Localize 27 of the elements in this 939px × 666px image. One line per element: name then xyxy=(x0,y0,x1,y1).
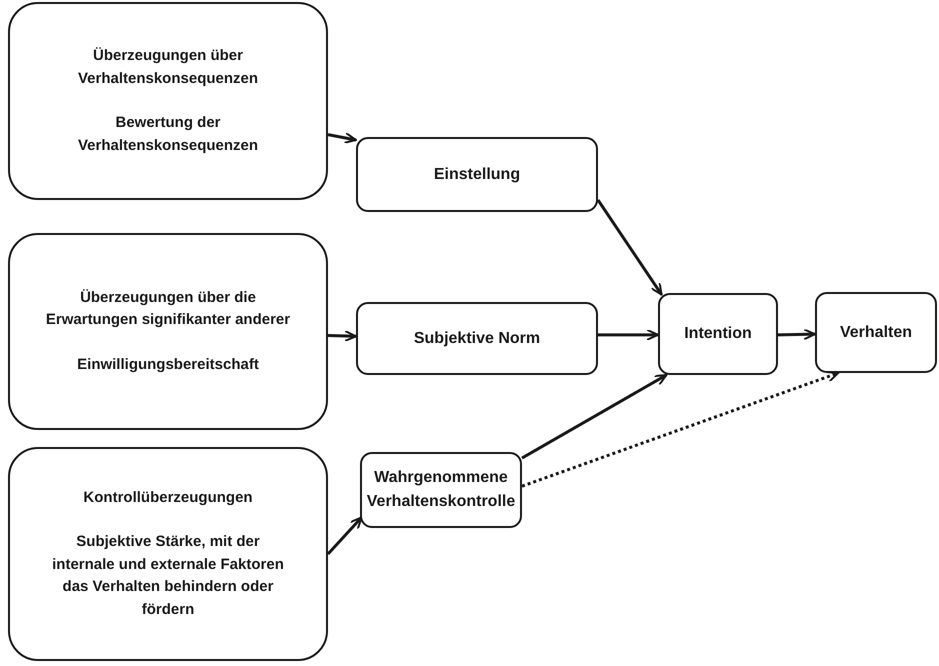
box-text: Verhalten xyxy=(840,322,912,342)
arrow xyxy=(328,132,357,144)
rounded-box xyxy=(356,137,598,212)
box-text: Überzeugungen über Verhaltenskonsequenzen xyxy=(76,46,260,88)
arrow xyxy=(521,374,668,460)
box-text: Einstellung xyxy=(434,164,520,184)
rounded-box xyxy=(360,452,522,528)
arrow xyxy=(522,371,840,488)
arrow xyxy=(326,516,363,556)
box-text: Subjektive Norm xyxy=(414,328,540,348)
arrow xyxy=(598,328,659,341)
rounded-box xyxy=(356,302,598,375)
arrow xyxy=(328,330,357,342)
rounded-box xyxy=(8,2,328,200)
box-text: Wahrgenommene Verhaltenskontrolle xyxy=(366,468,516,512)
arrow xyxy=(778,328,816,340)
rounded-box xyxy=(658,293,778,375)
box-text: Bewertung der Verhaltenskonsequenzen xyxy=(76,113,260,156)
arrow xyxy=(596,199,663,296)
box-text: Kontrollüberzeugungen xyxy=(83,488,253,508)
box-text: Intention xyxy=(684,324,752,344)
box-text: Überzeugungen über die Erwartungen signifikanter anderer xyxy=(44,288,292,330)
rounded-box xyxy=(815,292,937,373)
rounded-box xyxy=(8,447,328,661)
box-text: Einwilligungsbereitschaft xyxy=(77,354,259,375)
box-text: Subjektive Stärke, mit der internale und externale Faktoren das Verhalten behindern oder fördern xyxy=(51,532,285,620)
rounded-box xyxy=(8,233,328,430)
